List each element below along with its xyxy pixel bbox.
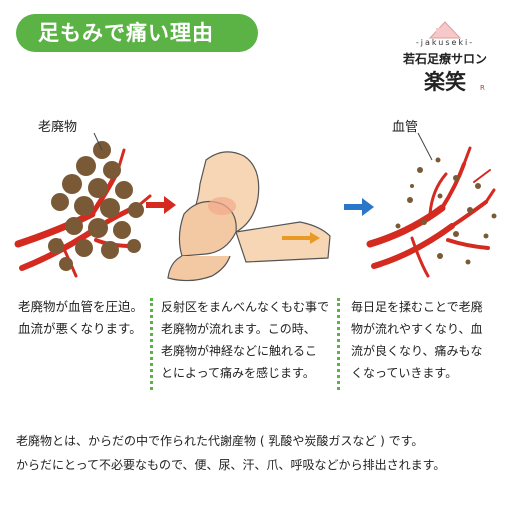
footer-line-2: からだにとって不必要なもので、便、尿、汗、爪、呼吸などから排出されます。 bbox=[16, 458, 446, 472]
logo-subtext: -jakuseki- bbox=[415, 38, 475, 47]
flow-arrow-icon bbox=[282, 232, 320, 244]
logo-name: 楽笑 bbox=[424, 69, 466, 94]
arrow-right-icon bbox=[146, 196, 176, 214]
foot-massage-illustration bbox=[167, 151, 331, 282]
step-2-caption: 反射区をまんべんなくもむ事で 老廃物が流れます。この時、 老廃物が神経などに触れ… bbox=[161, 300, 330, 380]
divider bbox=[337, 298, 340, 390]
arrow-right-icon bbox=[344, 198, 374, 216]
waste-particles-clogged bbox=[48, 141, 144, 271]
waste-label-leader bbox=[93, 132, 103, 151]
footer-line-1: 老廃物とは、からだの中で作られた代謝産物 ( 乳酸や炭酸ガスなど ) です。 bbox=[16, 434, 424, 448]
divider bbox=[150, 298, 153, 390]
vessel-healthy-illustration bbox=[366, 146, 496, 278]
logo-registered-mark: R bbox=[480, 84, 485, 92]
step-3-caption: 毎日足を揉むことで老廃 物が流れやすくなり、血 流が良くなり、痛みもな くなって… bbox=[351, 300, 483, 380]
salon-logo: -jakuseki- 若石足療サロン 楽笑 R bbox=[392, 14, 498, 94]
logo-house-icon bbox=[428, 21, 462, 39]
step-1-caption: 老廃物が血管を圧迫。 血流が悪くなります。 bbox=[18, 299, 144, 336]
waste-particles-scattered bbox=[395, 157, 497, 265]
vessel-label-leader bbox=[417, 132, 433, 161]
waste-label: 老廃物 bbox=[38, 120, 78, 135]
logo-salon-text: 若石足療サロン bbox=[402, 52, 487, 66]
vessel-label: 血管 bbox=[392, 120, 419, 135]
page-title: 足もみで痛い理由 bbox=[16, 14, 258, 52]
